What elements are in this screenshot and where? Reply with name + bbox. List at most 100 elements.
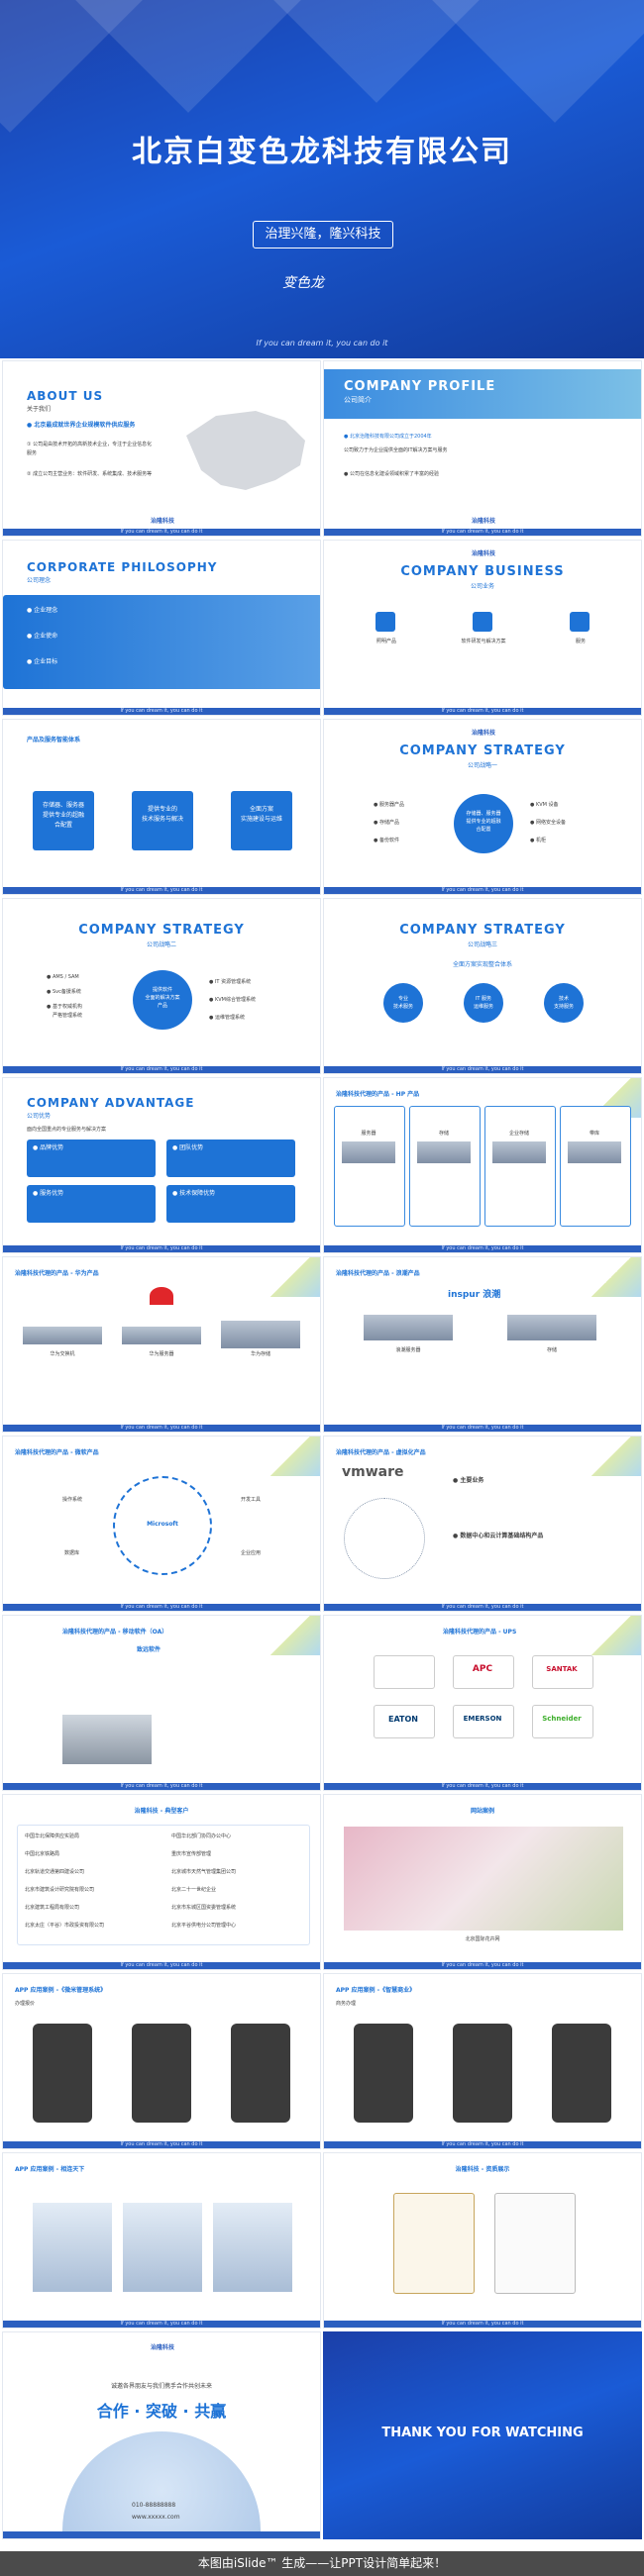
cover-slogan: 治理兴隆，隆兴科技 [253, 221, 393, 248]
microsoft-item: 操作系统 [62, 1497, 83, 1503]
slide-app3: APP 应用案例 - 相连天下 If you can dream it, you… [2, 2152, 321, 2328]
philosophy-heading: CORPORATE PHILOSOPHY [27, 560, 218, 574]
product-card [334, 1106, 405, 1227]
hp-product-label: 存储 [438, 1131, 449, 1137]
strategy3-subtitle: 全面方案实现整合体系 [452, 961, 512, 968]
slide-footer [324, 887, 641, 894]
slide-inspur: 治隆科技代理的产品 - 浪潮产品 inspur 浪潮 浪潮服务器 存储 If y… [323, 1256, 642, 1433]
license-image [494, 2193, 576, 2294]
strategy2-heading: COMPANY STRATEGY [78, 923, 245, 938]
cover-tagline: If you can dream it, you can do it [256, 339, 388, 347]
corner-decor [261, 1616, 320, 1655]
advantage-card [27, 1185, 156, 1223]
server-image [342, 1141, 395, 1163]
slide-footer [3, 1425, 320, 1432]
footer-text: If you can dream it, you can do it [441, 1604, 524, 1610]
phone-image [33, 2024, 92, 2123]
strategy3-heading: COMPANY STRATEGY [399, 923, 566, 938]
microsoft-item: 数据库 [64, 1550, 80, 1556]
strategy-item: ● KVM 设备 [530, 802, 559, 808]
business-item: 照明产品 [376, 639, 396, 644]
slide-oa: 治隆科技代理的产品 - 移动软件（OA） 致远软件 If you can dre… [2, 1615, 321, 1791]
screenshot-image [123, 2203, 202, 2292]
corner-decor [582, 1616, 641, 1655]
footer-text: If you can dream it, you can do it [441, 1783, 524, 1789]
service-card: 全面方案 实施建设与运维 [231, 791, 292, 850]
cover-logo: 变色龙 [282, 275, 324, 291]
slide-footer [3, 529, 320, 536]
slide-footer [3, 2141, 320, 2148]
header-logo: 治隆科技 [471, 730, 495, 737]
advantage-item: ● 技术保障优势 [172, 1190, 216, 1197]
philosophy-item: ● 企业使命 [27, 633, 58, 640]
phone-image [453, 2024, 512, 2123]
philosophy-item: ● 企业理念 [27, 607, 58, 614]
contact-line: 诚邀各界朋友与我们携手合作共创未来 [110, 2383, 212, 2390]
thanks-text: THANK YOU FOR WATCHING [381, 2426, 584, 2440]
cover-slide: 北京白变色龙科技有限公司 治理兴隆，隆兴科技 变色龙 If you can dr… [0, 0, 644, 358]
slide-footer [3, 887, 320, 894]
service-card: 存储器、服务器 提供专业的超融 合配置 [33, 791, 94, 850]
client-cell: 北京平谷供电分公司管理中心 [171, 1923, 237, 1929]
hp-product-label: 企业存储 [508, 1131, 529, 1137]
advantage-item: ● 品牌优势 [33, 1144, 64, 1151]
slide-footer [324, 1245, 641, 1252]
santak-logo: SANTAK [546, 1665, 578, 1673]
footer-text: If you can dream it, you can do it [120, 2321, 203, 2327]
philosophy-band [3, 595, 320, 689]
slide-microsoft: 治隆科技代理的产品 - 微软产品 Microsoft 操作系统 数据库 开发工具… [2, 1436, 321, 1612]
footer-text: If you can dream it, you can do it [120, 1962, 203, 1968]
slide-footer [3, 2321, 320, 2328]
strategy-item: ● 基于权威机构 [47, 1004, 82, 1010]
footer-text: If you can dream it, you can do it [441, 2321, 524, 2327]
inspur-product-label: 存储 [546, 1347, 557, 1353]
footer-logo: 治隆科技 [471, 518, 495, 525]
client-cell: 北京城市天然气管理集团公司 [171, 1869, 237, 1875]
advantage-heading: COMPANY ADVANTAGE [27, 1096, 195, 1110]
slide-philosophy: CORPORATE PHILOSOPHY 公司理念 ● 企业理念 ● 企业使命 … [2, 540, 321, 716]
profile-banner [324, 369, 641, 419]
client-cell: 北京太庄（平谷）市政投资有限公司 [25, 1923, 105, 1929]
huawei-product-label: 华为存储 [250, 1351, 270, 1357]
footer-text: If you can dream it, you can do it [120, 529, 203, 535]
vmware-heading: 治隆科技代理的产品 - 虚拟化产品 [336, 1449, 426, 1456]
vmware-logo: vmware [342, 1464, 404, 1480]
about-line: ② 成立公司主营业务：软件研发、系统集成、技术服务等 [27, 471, 153, 477]
brand-tile [374, 1705, 435, 1738]
slide-footer [324, 1962, 641, 1969]
huawei-heading: 治隆科技代理的产品 - 华为产品 [15, 1270, 99, 1277]
screenshot-image [33, 2203, 112, 2292]
monitor-icon [376, 612, 395, 632]
client-cell: 重庆市宣传部管理 [171, 1851, 212, 1857]
strategy2-sub: 公司战略二 [146, 941, 176, 948]
strategy-item: ● 网络安全设备 [530, 820, 566, 826]
product-card [560, 1106, 631, 1227]
microsoft-logo: Microsoft [147, 1521, 178, 1528]
slide-footer [324, 2141, 641, 2148]
footer-text: If you can dream it, you can do it [120, 1783, 203, 1789]
corner-decor [261, 1257, 320, 1297]
brand-tile [532, 1655, 593, 1689]
hp-heading: 治隆科技代理的产品 - HP 产品 [336, 1091, 420, 1098]
profile-sub: 公司简介 [344, 396, 372, 404]
hp-product-label: 带库 [589, 1131, 599, 1137]
clients-heading: 治隆科技 - 典型客户 [134, 1808, 189, 1815]
profile-line: ● 北京治隆科技有限公司成立于2004年 [344, 434, 432, 440]
strategy3-sub: 公司战略三 [467, 941, 497, 948]
strategy-item: ● 服务器产品 [374, 802, 404, 808]
slide-thanks: THANK YOU FOR WATCHING [323, 2331, 642, 2539]
about-heading: ABOUT US [27, 389, 104, 403]
people-image [62, 1715, 152, 1764]
footer-text: If you can dream it, you can do it [120, 1245, 203, 1251]
oa-heading: 治隆科技代理的产品 - 移动软件（OA） [62, 1629, 168, 1635]
service-heading: 产品及服务智能体系 [27, 737, 81, 743]
globe-icon [344, 1498, 425, 1579]
slide-strategy1: 治隆科技 COMPANY STRATEGY 公司战略一 存储器、服务器 提供专业… [323, 719, 642, 895]
storage-image [417, 1141, 471, 1163]
about-line: ① 公司是由技术开拓的高新技术企业，专注于企业信息化服务 [27, 442, 153, 456]
slide-contact: 治隆科技 诚邀各界朋友与我们携手合作共创未来 合作 · 突破 · 共赢 010-… [2, 2331, 321, 2539]
slide-footer [3, 2531, 320, 2538]
inspur-logo: inspur 浪潮 [448, 1290, 501, 1300]
advantage-sub: 公司优势 [27, 1113, 52, 1120]
client-cell: 北京建筑工程局有限公司 [25, 1905, 80, 1911]
